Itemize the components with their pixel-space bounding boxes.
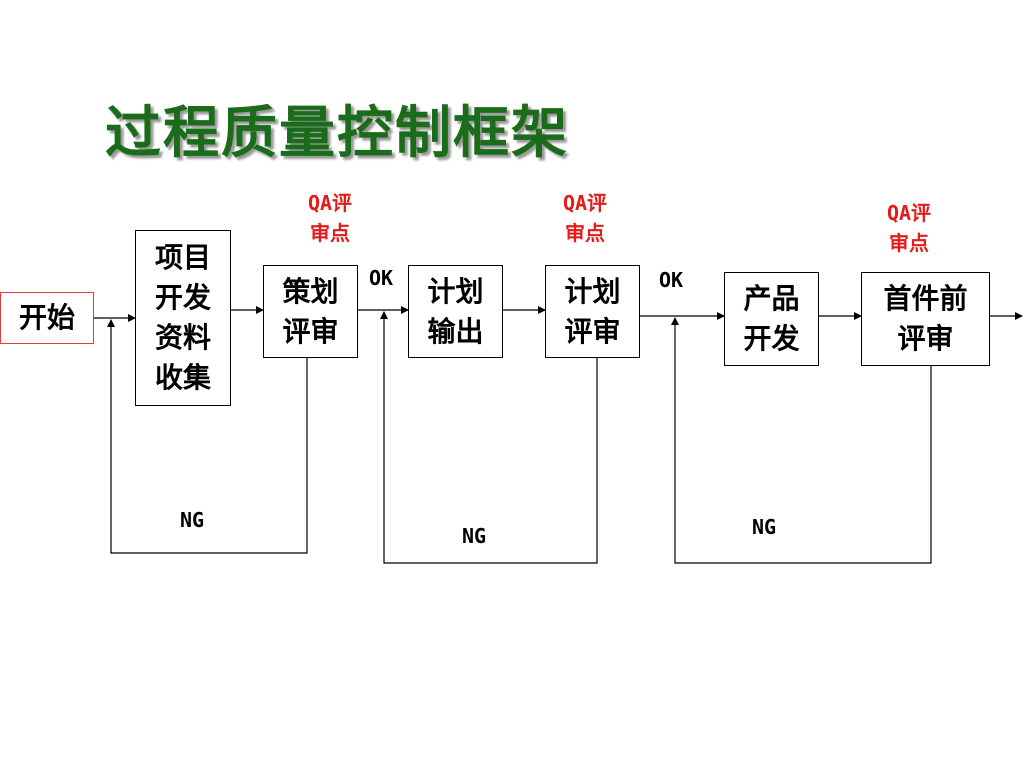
page-title: 过程质量控制框架 bbox=[105, 101, 569, 166]
plan-review-node: 策划 评审 bbox=[263, 265, 358, 358]
ok-label-2: OK bbox=[659, 268, 684, 292]
qa-review-point-1: QA评 审点 bbox=[307, 191, 353, 245]
qa-review-point-3: QA评 审点 bbox=[886, 201, 932, 255]
qa-review-point-2: QA评 审点 bbox=[562, 191, 608, 245]
ng-loop-3 bbox=[671, 317, 932, 564]
first-article-review-node: 首件前 评审 bbox=[861, 272, 990, 366]
ok-label-1: OK bbox=[369, 266, 394, 290]
ng-label-2: NG bbox=[462, 524, 487, 548]
project-data-collection-node: 项目 开发 资料 收集 bbox=[135, 230, 231, 406]
start-node: 开始 bbox=[0, 292, 94, 344]
product-development-node: 产品 开发 bbox=[724, 272, 819, 366]
ng-loop-2 bbox=[380, 311, 598, 564]
schedule-review-node: 计划 评审 bbox=[545, 265, 640, 358]
ng-label-1: NG bbox=[180, 508, 205, 532]
ng-label-3: NG bbox=[752, 515, 777, 539]
ng-loop-1 bbox=[107, 319, 308, 554]
plan-output-node: 计划 输出 bbox=[408, 265, 503, 358]
